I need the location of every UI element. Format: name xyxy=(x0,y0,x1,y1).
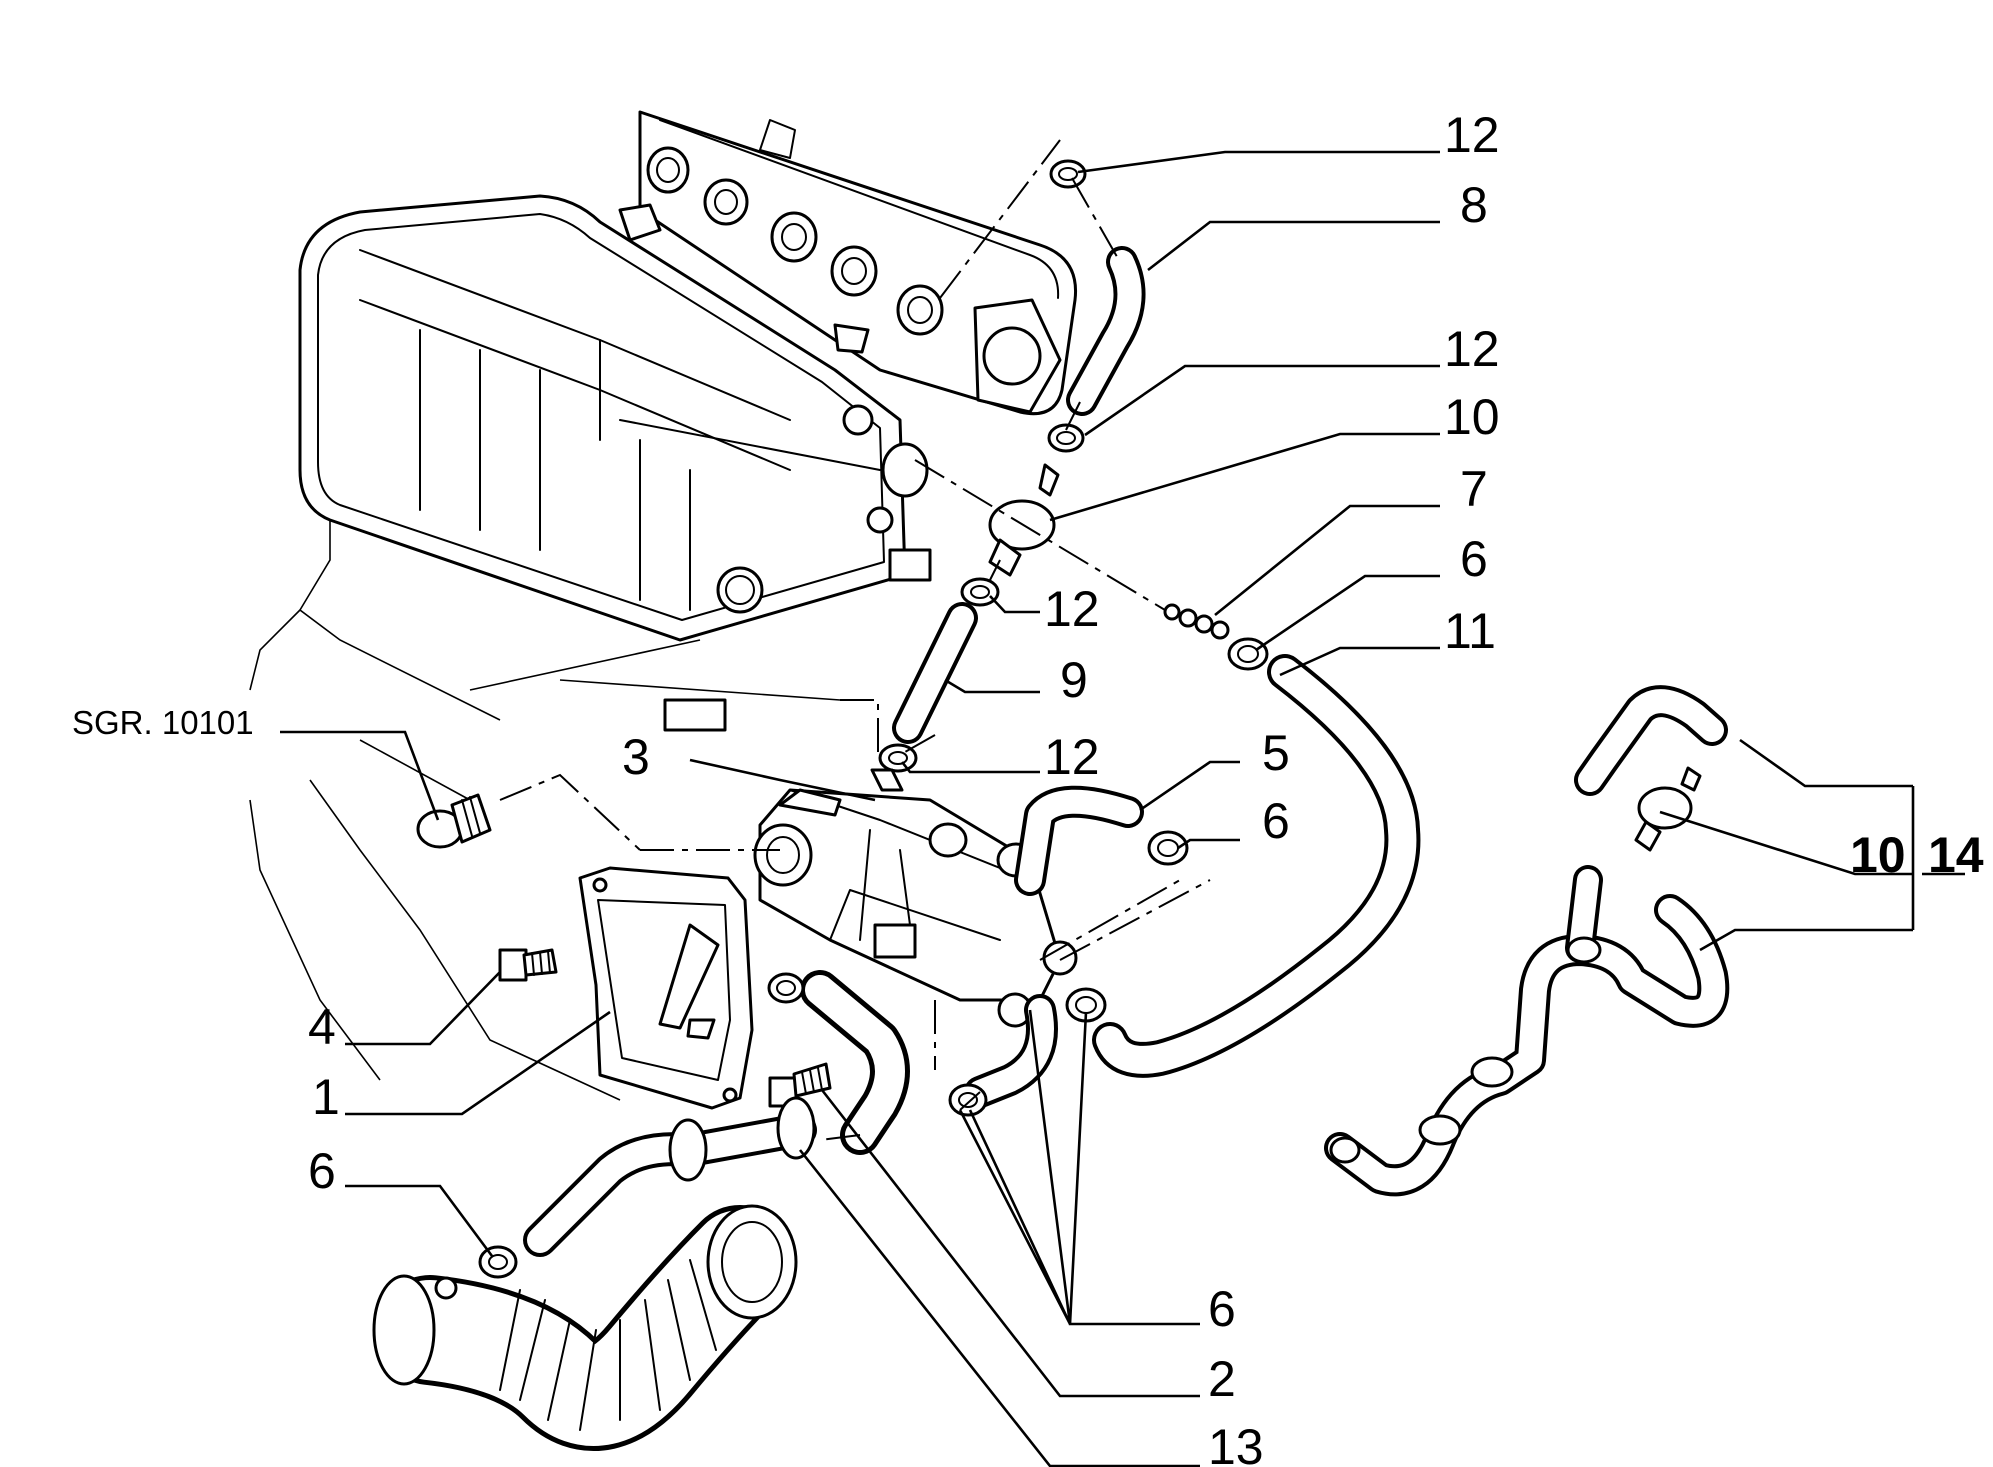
hose-kit-14 xyxy=(1324,685,1730,1197)
clamp-6-a xyxy=(1227,637,1269,671)
engine-block xyxy=(249,194,932,1101)
fitting-7 xyxy=(1163,603,1230,640)
leader-lines xyxy=(280,150,1965,1467)
callout-3: 3 xyxy=(622,729,650,785)
clamp-12-c xyxy=(960,577,1000,607)
callout-6: 6 xyxy=(1208,1281,1236,1337)
clamp-6-b xyxy=(1147,830,1189,866)
intake-manifold xyxy=(618,110,1078,416)
callout-12: 12 xyxy=(1444,107,1500,163)
valve-10-kit xyxy=(1634,766,1702,852)
clamp-12-top xyxy=(1049,159,1087,189)
hose-11 xyxy=(1092,654,1421,1078)
clamp-6-lower-c xyxy=(948,1083,988,1117)
sensor-sgr-10101 xyxy=(416,793,492,849)
clamp-6-c xyxy=(478,1245,518,1279)
callout-4: 4 xyxy=(308,999,336,1055)
callout-1: 1 xyxy=(312,1069,340,1125)
hose-9 xyxy=(892,602,978,744)
assembly-lines xyxy=(499,139,1211,1141)
callout-5: 5 xyxy=(1262,725,1290,781)
bolt-4 xyxy=(498,948,558,982)
callout-11: 11 xyxy=(1444,603,1496,659)
valve-10 xyxy=(988,463,1060,577)
callout-13: 13 xyxy=(1208,1419,1264,1467)
callout-14: 14 xyxy=(1928,827,1984,883)
clamp-6-lower-a xyxy=(767,972,805,1004)
hose-8 xyxy=(1066,246,1146,416)
callout-labels: 12 8 12 10 7 6 11 12 9 3 12 5 6 10 14 4 … xyxy=(72,107,1984,1467)
callout-2: 2 xyxy=(1208,1351,1236,1407)
callout-10: 10 xyxy=(1850,827,1906,883)
baffle-plate-1 xyxy=(578,866,754,1110)
callout-6: 6 xyxy=(1460,531,1488,587)
hose-5 xyxy=(1014,785,1144,896)
callout-7: 7 xyxy=(1460,461,1488,517)
hose-bottom-left xyxy=(800,970,910,1155)
clamp-12-b xyxy=(1047,423,1085,453)
pipe-13 xyxy=(523,1096,817,1257)
callout-12: 12 xyxy=(1044,581,1100,637)
callout-9: 9 xyxy=(1060,652,1088,708)
callout-8: 8 xyxy=(1460,177,1488,233)
callout-6: 6 xyxy=(1262,793,1290,849)
callout-12: 12 xyxy=(1444,321,1500,377)
callout-12: 12 xyxy=(1044,729,1100,785)
callout-10: 10 xyxy=(1444,389,1500,445)
callout-6: 6 xyxy=(308,1143,336,1199)
reference-label: SGR. 10101 xyxy=(72,704,254,741)
air-intake-duct xyxy=(372,1204,798,1451)
